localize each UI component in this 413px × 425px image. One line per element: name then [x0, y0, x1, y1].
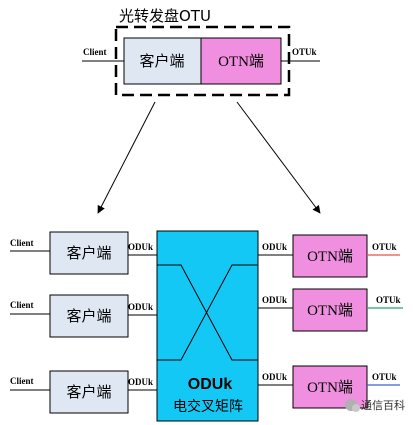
- row-otn-box: [292, 234, 368, 278]
- row-client-box-label: 客户端: [66, 383, 111, 401]
- watermark: 通信百科: [345, 398, 405, 412]
- row-otn-box-label: OTN端: [307, 248, 353, 265]
- row-client-box-label: 客户端: [66, 307, 111, 325]
- bottom-row-3: Client 客户端 ODUk ODUk OTN端 OTUk: [10, 365, 400, 414]
- bottom-row-2: Client 客户端 ODUk ODUk OTN端 OTUk: [10, 288, 403, 338]
- top-client-box-label: 客户端: [139, 52, 184, 70]
- watermark-text: 通信百科: [361, 398, 405, 412]
- row-client-label: Client: [10, 376, 34, 386]
- row-client-box: [49, 294, 129, 338]
- matrix-cross-line-2: [157, 264, 258, 361]
- row-client-box-label: 客户端: [66, 244, 111, 262]
- row-otuk-label: OTUk: [376, 295, 401, 305]
- matrix-subtitle: 电交叉矩阵: [173, 398, 243, 415]
- arrow-to-client-side: [97, 101, 156, 214]
- row-oduk-left-label: ODUk: [128, 377, 153, 387]
- otu-title: 光转发盘OTU: [119, 7, 211, 25]
- matrix-box: [156, 230, 259, 422]
- row-client-box: [49, 231, 129, 275]
- bottom-row-1: Client 客户端 ODUk ODUk OTN端 OTUk: [10, 231, 400, 278]
- row-client-label: Client: [10, 300, 34, 310]
- row-otuk-label: OTUk: [372, 242, 397, 252]
- top-otuk-label: OTUk: [292, 47, 317, 57]
- row-client-label: Client: [10, 238, 34, 248]
- arrow-to-otn-side: [236, 101, 321, 214]
- row-otn-box: [292, 288, 368, 332]
- row-otn-box-label: OTN端: [307, 379, 353, 396]
- row-oduk-right-label: ODUk: [262, 372, 287, 382]
- wechat-icon-bubble: [352, 404, 360, 412]
- matrix-title: ODUk: [188, 376, 233, 393]
- top-client-label: Client: [83, 47, 107, 57]
- row-otuk-label: OTUk: [372, 372, 397, 382]
- row-oduk-right-label: ODUk: [262, 295, 287, 305]
- row-client-box: [49, 370, 129, 414]
- top-otn-box: [200, 37, 282, 85]
- row-otn-box-label: OTN端: [307, 302, 353, 319]
- row-oduk-left-label: ODUk: [128, 242, 153, 252]
- row-oduk-right-label: ODUk: [262, 242, 287, 252]
- row-oduk-left-label: ODUk: [128, 302, 153, 312]
- top-otn-box-label: OTN端: [218, 53, 264, 70]
